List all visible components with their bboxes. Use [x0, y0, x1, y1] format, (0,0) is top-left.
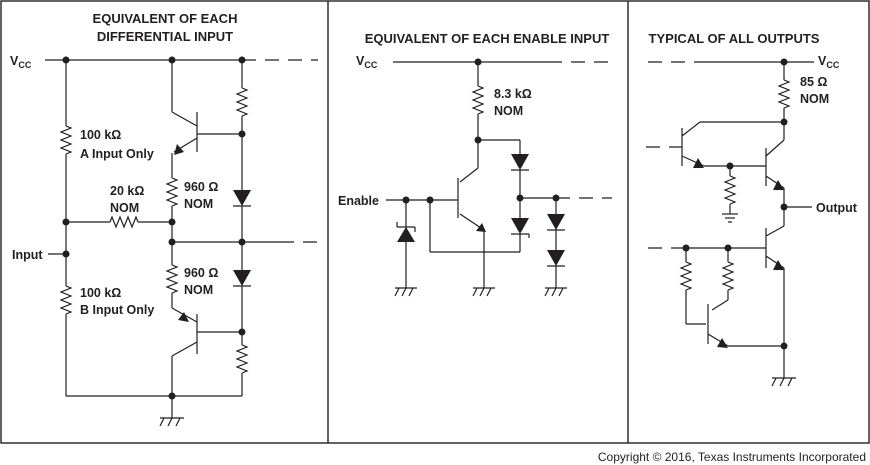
panel-frames: [0, 0, 870, 444]
diff-vcc-label: VCC: [10, 54, 32, 70]
enable-label: Enable: [338, 194, 379, 208]
enable-diode-2: [511, 218, 529, 234]
diff-r-top-note: A Input Only: [80, 147, 154, 161]
resistor-960-b: [165, 264, 179, 294]
panel-differential-input: EQUIVALENT OF EACH DIFFERENTIAL INPUT VC…: [10, 11, 318, 427]
diff-r960-b-note: NOM: [184, 283, 213, 297]
resistor-85: [777, 79, 791, 109]
diff-input-label: Input: [12, 248, 43, 262]
resistor-100k-b: [59, 285, 73, 315]
diff-r-top-value: 100 kΩ: [80, 128, 121, 142]
enable-clamp-diode: [397, 227, 415, 242]
enable-diode-4: [547, 250, 565, 266]
outputs-output-label: Output: [816, 201, 858, 215]
resistor-100k-a: [59, 125, 73, 155]
diode-upper: [233, 190, 251, 206]
resistor-lower-right: [721, 261, 735, 291]
panel-enable-input: EQUIVALENT OF EACH ENABLE INPUT VCC Enab…: [338, 31, 612, 297]
copyright-notice: Copyright © 2016, Texas Instruments Inco…: [598, 450, 866, 464]
diff-r960-a-value: 960 Ω: [184, 180, 218, 194]
resistor-8k3: [471, 85, 485, 115]
outputs-vcc-label: VCC: [818, 54, 840, 70]
enable-diode-1: [511, 154, 529, 170]
enable-vcc-label: VCC: [356, 54, 378, 70]
resistor-960-a: [165, 177, 179, 207]
diff-r-bot-note: B Input Only: [80, 303, 154, 317]
diode-lower: [233, 270, 251, 286]
resistor-right-bottom: [235, 344, 249, 374]
diff-r-mid-value: 20 kΩ: [110, 184, 144, 198]
outputs-title: TYPICAL OF ALL OUTPUTS: [649, 31, 820, 46]
enable-r-note: NOM: [494, 104, 523, 118]
enable-grounds: [394, 287, 567, 297]
resistor-right-top: [235, 87, 249, 117]
diff-title-line2: DIFFERENTIAL INPUT: [97, 29, 233, 44]
diff-r960-a-note: NOM: [184, 197, 213, 211]
enable-diode-3: [547, 214, 565, 230]
resistor-lower-left: [679, 261, 693, 291]
outputs-r-value: 85 Ω: [800, 75, 827, 89]
diff-r960-b-value: 960 Ω: [184, 266, 218, 280]
panel-outputs: TYPICAL OF ALL OUTPUTS VCC Output: [646, 31, 858, 387]
enable-title: EQUIVALENT OF EACH ENABLE INPUT: [365, 31, 610, 46]
diff-r-bot-value: 100 kΩ: [80, 286, 121, 300]
resistor-20k: [109, 215, 139, 229]
diff-r-mid-note: NOM: [110, 201, 139, 215]
outputs-r-note: NOM: [800, 92, 829, 106]
enable-r-value: 8.3 kΩ: [494, 87, 532, 101]
diff-title-line1: EQUIVALENT OF EACH: [93, 11, 238, 26]
resistor-output-pulldown: [723, 175, 737, 205]
